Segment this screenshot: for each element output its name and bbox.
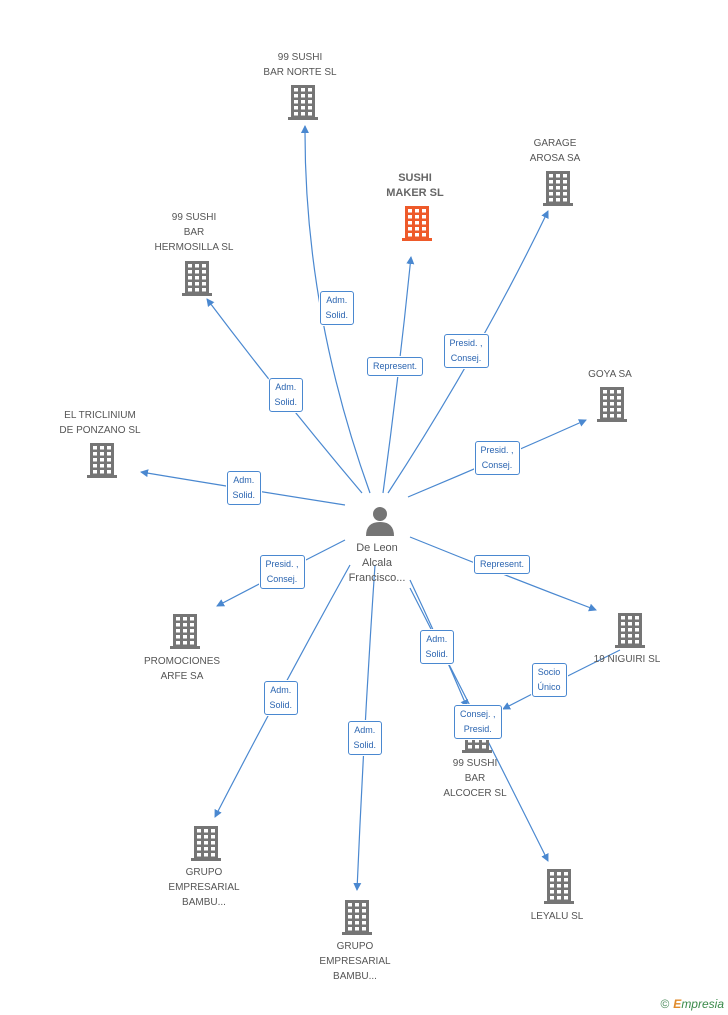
company-node-label[interactable]: 19 NIGUIRI SL [582,652,672,667]
company-node-label[interactable]: GRUPO EMPRESARIAL BAMBU... [154,865,254,910]
brand-initial: E [673,997,682,1011]
building-icon[interactable] [597,387,627,422]
building-icon[interactable] [402,206,432,241]
company-name: GARAGE AROSA SA [529,138,581,164]
company-node-label[interactable]: 99 SUSHI BAR NORTE SL [245,50,355,80]
company-node-label[interactable]: 99 SUSHI BAR ALCOCER SL [430,756,520,801]
edge-label[interactable]: Adm. Solid. [419,630,455,664]
building-icon[interactable] [615,613,645,648]
edge-label[interactable]: Adm. Solid. [319,291,355,325]
empresia-logo: ©Empresia [660,997,724,1011]
company-name: 99 SUSHI BAR ALCOCER SL [443,758,507,799]
company-name: LEYALU SL [530,911,584,922]
edge-label[interactable]: Adm. Solid. [347,721,383,755]
company-node-label[interactable]: 99 SUSHI BAR HERMOSILLA SL [144,210,244,255]
company-name: GRUPO EMPRESARIAL BAMBU... [319,941,391,982]
person-name[interactable]: De Leon Alcala Francisco... [348,542,406,584]
company-node-label[interactable]: PROMOCIONES ARFE SA [132,654,232,684]
building-icon[interactable] [182,261,212,296]
edge-label[interactable]: Presid. , Consej. [443,334,489,368]
building-icon[interactable] [544,869,574,904]
building-icon[interactable] [170,614,200,649]
company-node-label[interactable]: SUSHI MAKER SL [375,171,455,201]
building-icon[interactable] [288,85,318,120]
company-node-label[interactable]: GOYA SA [570,367,650,382]
edge-label[interactable]: Adm. Solid. [226,471,262,505]
company-name: 99 SUSHI BAR HERMOSILLA SL [154,212,234,253]
person-icon[interactable] [366,507,394,536]
edge-label[interactable]: Represent. [367,356,424,376]
edge-label[interactable]: Presid. , Consej. [474,441,520,475]
building-icon[interactable] [543,171,573,206]
company-name: PROMOCIONES ARFE SA [143,656,221,682]
company-name: 99 SUSHI BAR NORTE SL [263,52,337,78]
edge-label[interactable]: Adm. Solid. [268,378,304,412]
company-node-label[interactable]: GARAGE AROSA SA [510,136,600,166]
company-name: GOYA SA [588,369,632,380]
edge-label[interactable]: Represent. [474,554,531,574]
company-node-label[interactable]: LEYALU SL [512,909,602,924]
relationship-edge [409,536,597,612]
brand-text: mpresia [681,997,724,1011]
company-name: SUSHI MAKER SL [386,172,444,199]
edge-label[interactable]: Consej. , Presid. [454,705,502,739]
edge-label[interactable]: Socio Único [531,663,567,697]
company-node-label[interactable]: GRUPO EMPRESARIAL BAMBU... [305,939,405,984]
copyright-symbol: © [660,997,670,1011]
company-node-label[interactable]: EL TRICLINIUM DE PONZANO SL [45,408,155,438]
company-name: GRUPO EMPRESARIAL BAMBU... [168,867,240,908]
company-name: EL TRICLINIUM DE PONZANO SL [59,410,141,436]
company-name: 19 NIGUIRI SL [593,654,661,665]
edge-label[interactable]: Presid. , Consej. [259,555,305,589]
building-icon[interactable] [191,826,221,861]
edge-label[interactable]: Adm. Solid. [263,681,299,715]
building-icon[interactable] [342,900,372,935]
building-icon[interactable] [87,443,117,478]
